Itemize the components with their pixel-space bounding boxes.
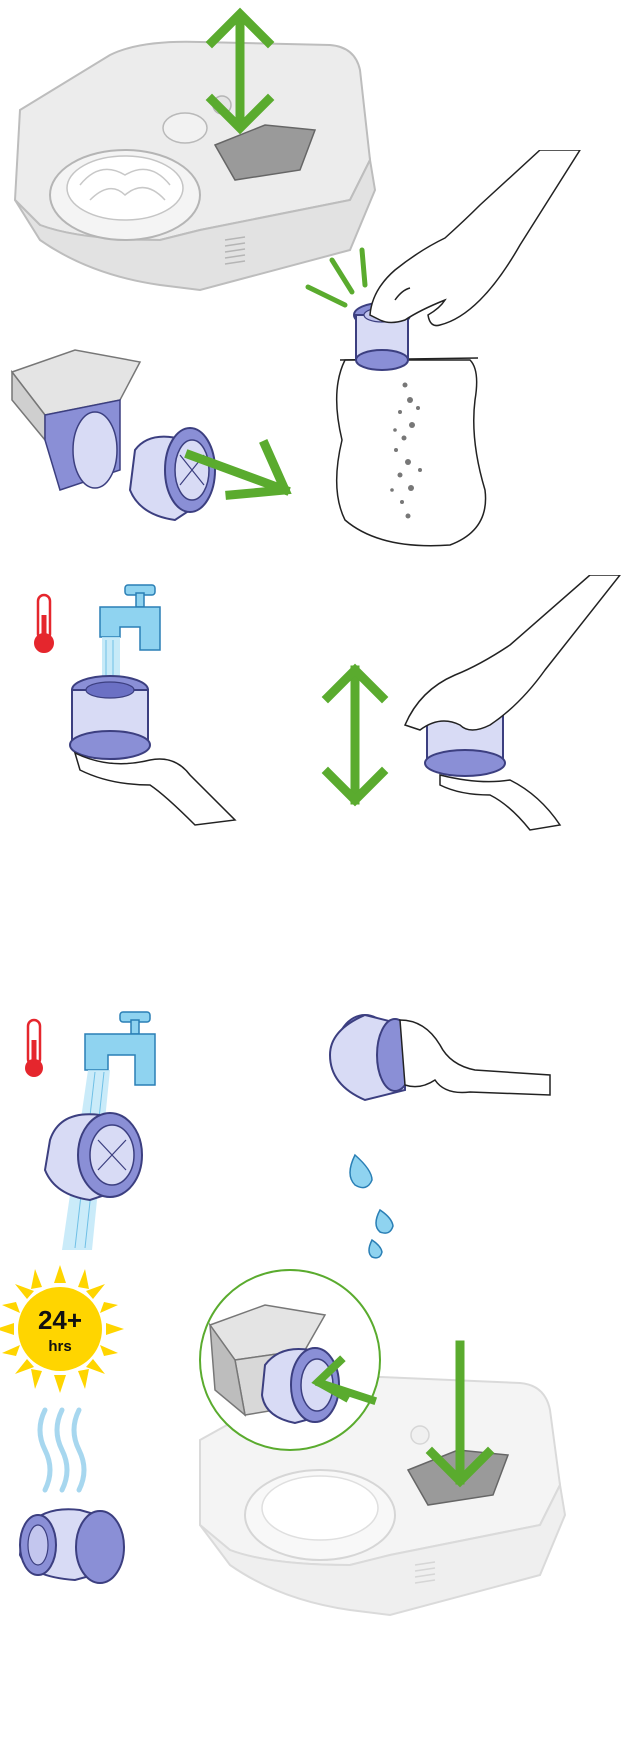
up-down-arrow-icon bbox=[328, 670, 382, 800]
heat-waves-icon bbox=[40, 1410, 84, 1490]
filter-cover-icon bbox=[12, 350, 140, 490]
thermometer-icon bbox=[35, 595, 53, 652]
bin-bag-icon bbox=[337, 358, 486, 546]
inset-detail bbox=[200, 1270, 380, 1450]
dry-time-unit: hrs bbox=[48, 1338, 71, 1355]
thermometer-icon bbox=[25, 1020, 43, 1077]
hand-icon bbox=[405, 575, 620, 830]
hand-icon bbox=[75, 753, 235, 825]
step-tap-filter-into-bin bbox=[0, 150, 624, 570]
filter-icon bbox=[70, 676, 150, 759]
hand-icon bbox=[370, 150, 580, 326]
hand-icon bbox=[400, 1020, 550, 1095]
filter-icon bbox=[45, 1113, 142, 1200]
filter-icon bbox=[20, 1509, 124, 1583]
tap-motion-lines-icon bbox=[308, 250, 365, 305]
dry-time-value: 24+ bbox=[38, 1305, 82, 1335]
filter-icon bbox=[130, 428, 215, 520]
step-rinse-filter-outside bbox=[0, 1000, 624, 1260]
step-dry-and-refit: 24+ hrs bbox=[0, 1265, 624, 1737]
water-drops-icon bbox=[350, 1155, 393, 1258]
step-rinse-filter-inside bbox=[0, 575, 624, 845]
